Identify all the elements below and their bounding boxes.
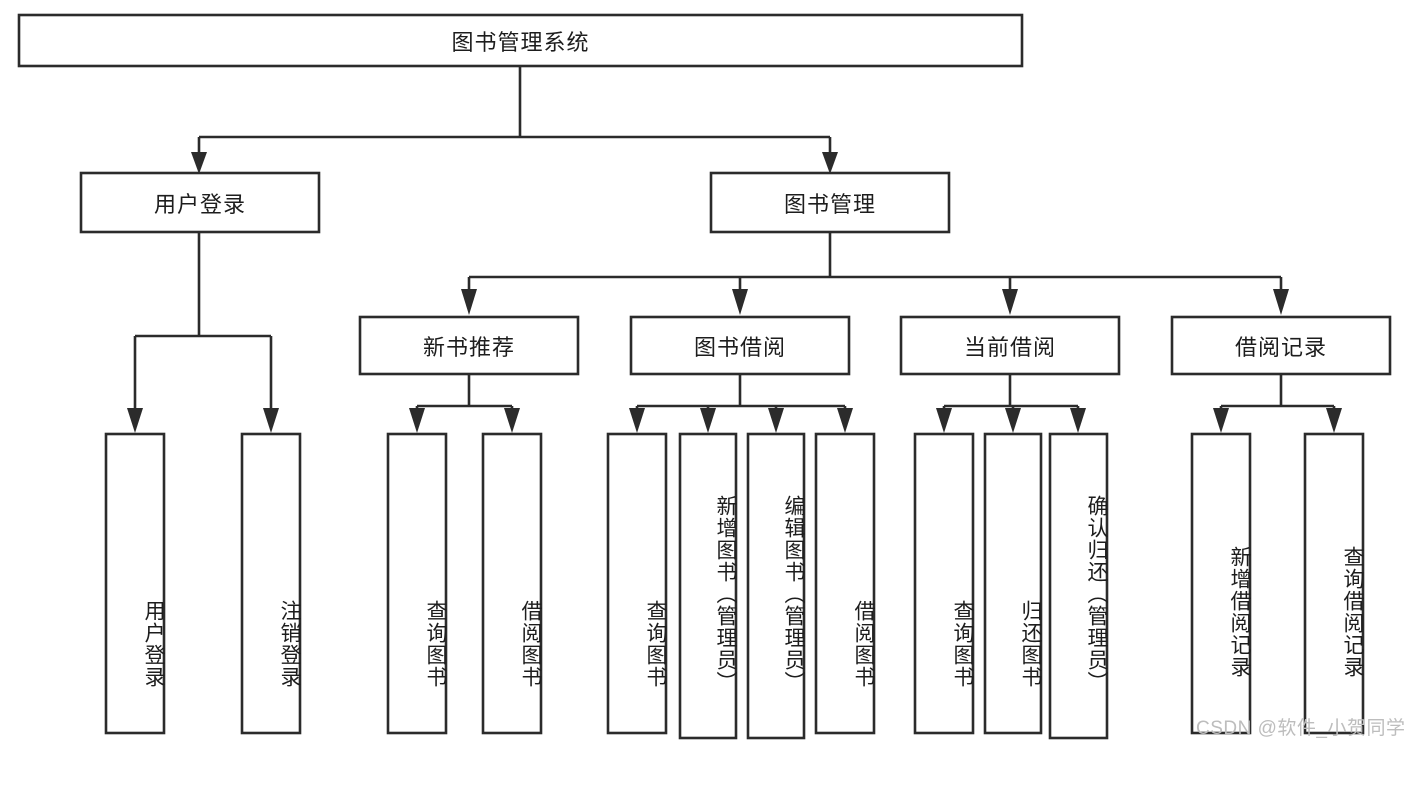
leaf-add-borrow-record[interactable] [1190, 432, 1252, 735]
leaf-logout[interactable] [240, 432, 302, 735]
leaf-query-book-borrow[interactable] [606, 432, 668, 735]
leaf-user-login[interactable] [104, 432, 166, 735]
node-root[interactable] [17, 13, 1024, 68]
leaf-edit-book-admin[interactable] [746, 432, 806, 740]
node-user-login[interactable] [79, 171, 321, 234]
leaf-add-book-admin[interactable] [678, 432, 738, 740]
node-book-borrow[interactable] [629, 315, 851, 376]
node-borrow-record[interactable] [1170, 315, 1392, 376]
connector-newbook-to-leaves [409, 374, 520, 433]
flowchart-diagram: 图书管理系统 用户登录 图书管理 新书推荐 图书借阅 当前借阅 借阅记录 用户登… [17, 13, 1405, 740]
connector-bookborrow-to-leaves [629, 374, 853, 433]
leaf-query-book-current[interactable] [913, 432, 975, 735]
leaf-return-book[interactable] [983, 432, 1043, 735]
diagram-canvas [17, 13, 1392, 740]
watermark-text: CSDN @软件_小贺同学 [1196, 718, 1405, 739]
connector-borrowrecord-to-leaves [1213, 374, 1342, 433]
leaf-borrow-book-borrow[interactable] [814, 432, 876, 735]
connector-currentborrow-to-leaves [936, 374, 1086, 433]
leaf-query-borrow-record[interactable] [1303, 432, 1365, 735]
leaf-query-book-newbook[interactable] [386, 432, 448, 735]
connector-root-to-level2 [191, 66, 838, 174]
node-new-book-recommend[interactable] [358, 315, 580, 376]
leaf-borrow-book-newbook[interactable] [481, 432, 543, 735]
connector-userlogin-to-leaves [127, 232, 279, 433]
connector-bookmgmt-to-level3 [461, 232, 1289, 315]
node-current-borrow[interactable] [899, 315, 1121, 376]
node-book-management[interactable] [709, 171, 951, 234]
leaf-confirm-return-admin[interactable] [1048, 432, 1109, 740]
